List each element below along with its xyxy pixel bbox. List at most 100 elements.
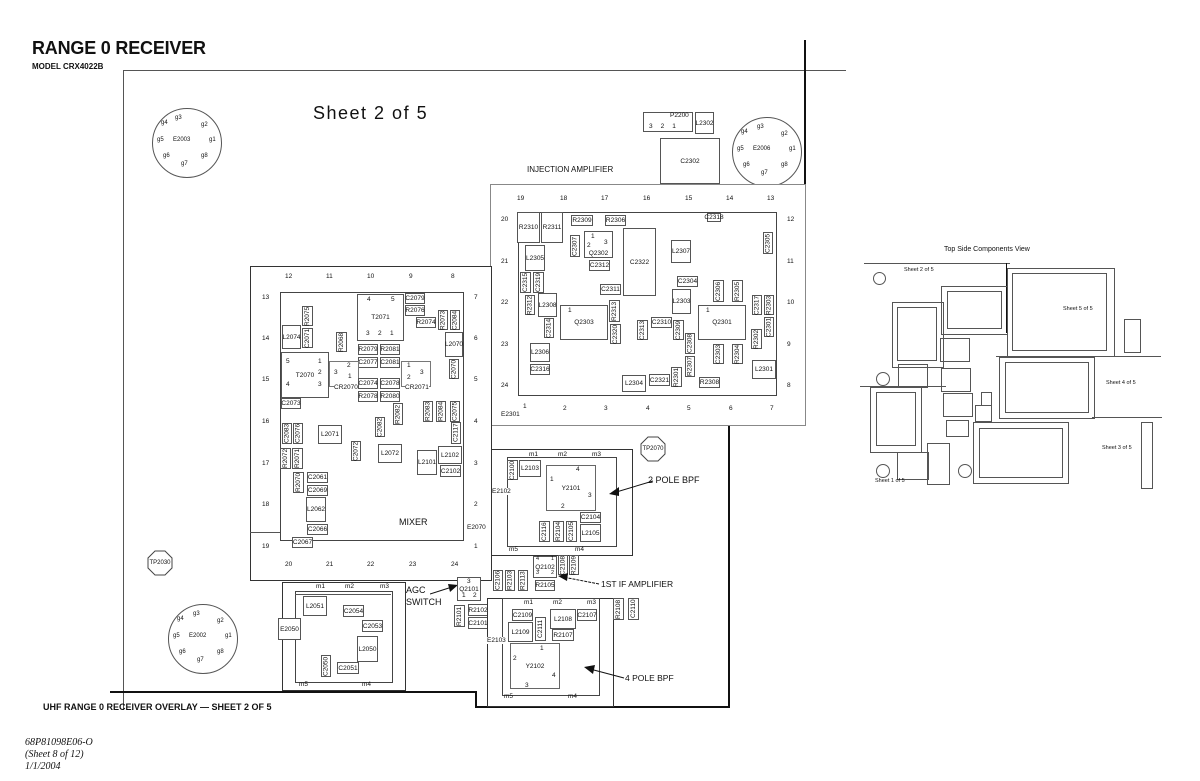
- mini-block: [876, 392, 916, 446]
- pin-label: 4: [576, 466, 580, 473]
- pin-label: 3: [604, 405, 608, 412]
- pin-label: 1: [591, 233, 595, 240]
- pin-label: g3: [175, 115, 182, 121]
- component-c2077: C2077: [358, 357, 378, 368]
- pin-label: g2: [217, 618, 224, 624]
- connector-name: E2003: [173, 137, 191, 143]
- component-c2072: C2072: [351, 441, 361, 461]
- test-point-label: TP2070: [642, 446, 664, 452]
- mounting-hole-icon: [873, 272, 886, 285]
- connector-e2003: g4 g3 g2 g5 E2003 g1 g6 g7 g8: [152, 108, 222, 178]
- pin-label: 2: [407, 374, 411, 381]
- mini-block: [1012, 273, 1107, 351]
- component-r2303: R2303: [764, 295, 774, 315]
- mark-label: m5: [504, 693, 514, 700]
- component-l2305: L2305: [525, 245, 545, 271]
- component-c2074: C2074: [358, 378, 378, 389]
- component-label: CR2070: [334, 384, 358, 391]
- pin-label: 13: [767, 195, 775, 202]
- component-r2113: R2113: [518, 570, 528, 591]
- pin-label: 2: [378, 330, 382, 337]
- pin-label: 1: [523, 403, 527, 410]
- component-r2103: R2103: [505, 570, 515, 591]
- pin-label: g7: [181, 161, 188, 167]
- component-c2079: C2079: [405, 293, 425, 304]
- pin-label: 5: [474, 376, 478, 383]
- pin-label: 12: [285, 273, 293, 280]
- component-l2105: L2105: [580, 524, 601, 542]
- mark-label: m2: [345, 583, 355, 590]
- pin-label: 1: [462, 592, 466, 599]
- mark-label: m1: [529, 451, 539, 458]
- pin-label: 2: [587, 242, 591, 249]
- pin-label: 2: [474, 501, 478, 508]
- pin-label: 3: [474, 460, 478, 467]
- mark-label: m3: [380, 583, 390, 590]
- component-t2071: T2071: [357, 294, 404, 341]
- connector-p2200: 3 2 1: [643, 112, 693, 132]
- mark-label: m2: [558, 451, 568, 458]
- pin-label: 18: [560, 195, 568, 202]
- bpf2-arrow: [609, 480, 654, 496]
- component-c2071: C2071: [302, 328, 313, 348]
- ground-label-e2102: E2102: [492, 488, 511, 495]
- pin-label: 10: [367, 273, 375, 280]
- pin-label: 3: [649, 123, 653, 130]
- connector-name: E2002: [189, 633, 207, 639]
- mark-label: m4: [362, 681, 372, 688]
- pin-label: g8: [217, 649, 224, 655]
- mini-block: [940, 338, 970, 362]
- pin-label: 23: [409, 561, 417, 568]
- mini-block: [897, 452, 929, 480]
- connector-e2002: g4 g3 g2 g5 E2002 g1 g6 g7 g8: [168, 604, 238, 674]
- model-number: MODEL CRX4022B: [32, 62, 104, 71]
- component-l2102: L2102: [438, 446, 462, 464]
- mini-block: [1141, 422, 1153, 489]
- pin-label: 20: [501, 216, 509, 223]
- mark-label: m3: [587, 599, 597, 606]
- pin-label: 3: [366, 330, 370, 337]
- pin-label: 1: [672, 123, 676, 130]
- pin-label: 7: [474, 294, 478, 301]
- pin-label: 7: [770, 405, 774, 412]
- component-t2070: T2070: [281, 352, 329, 398]
- pin-label: g4: [741, 129, 748, 135]
- component-c2302: C2302: [660, 138, 720, 184]
- mounting-hole-icon: [876, 372, 890, 386]
- pin-label: 6: [729, 405, 733, 412]
- mini-block: [943, 393, 973, 417]
- component-r2104: R2104: [553, 521, 564, 542]
- component-c2105: C2105: [566, 521, 577, 542]
- component-c2318: C2318: [704, 213, 724, 222]
- component-l2072: L2072: [378, 444, 402, 463]
- component-c2106: C2106: [493, 570, 503, 591]
- component-l2307: L2307: [671, 240, 691, 263]
- mini-block: [870, 387, 922, 453]
- component-r2308: R2308: [699, 377, 720, 388]
- component-c2307: C2307: [570, 235, 580, 257]
- component-r2073: R2073: [438, 310, 448, 330]
- component-c2309: C2309: [673, 320, 684, 340]
- connector-name: E2006: [753, 146, 771, 152]
- component-c2321: C2321: [649, 374, 670, 386]
- document-date: 1/1/2004: [25, 761, 61, 772]
- component-c2066: C2066: [307, 524, 328, 535]
- component-c2301: C2301: [764, 317, 774, 337]
- component-r2083: R2083: [423, 401, 433, 422]
- bpf4-arrow: [584, 665, 625, 679]
- pin-label: g6: [179, 649, 186, 655]
- pin-label: g7: [761, 170, 768, 176]
- component-y2102: Y2102: [510, 643, 560, 689]
- component-c2322: C2322: [623, 228, 656, 296]
- mark-label: m5: [299, 681, 309, 688]
- component-c2109: C2109: [512, 609, 533, 621]
- pin-label: 3: [588, 492, 592, 499]
- top-view-sheet2: Sheet 2 of 5: [904, 267, 934, 273]
- pin-label: 2: [347, 362, 351, 369]
- pin-label: g1: [789, 146, 796, 152]
- component-l2062: L2062: [306, 497, 326, 522]
- component-l2302: L2302: [695, 112, 714, 134]
- component-r2310: R2310: [517, 212, 540, 243]
- ground-label-e2070: E2070: [467, 524, 486, 531]
- pin-label: 19: [262, 543, 270, 550]
